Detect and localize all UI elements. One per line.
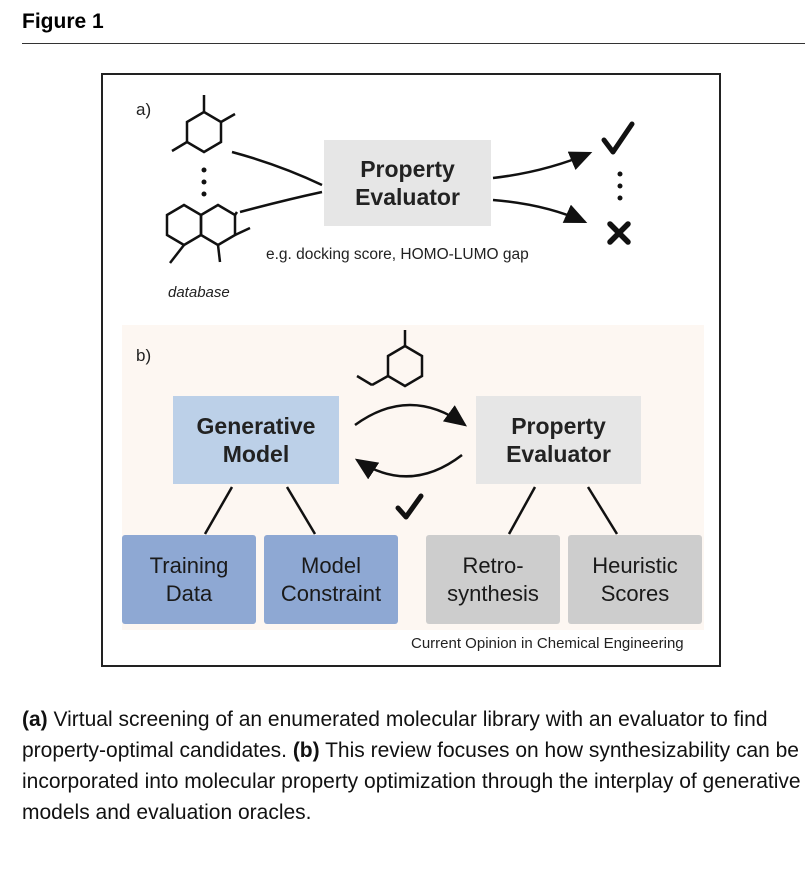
figure-caption: (a) Virtual screening of an enumerated m…: [22, 704, 807, 828]
database-label: database: [168, 284, 230, 301]
evaluator-label-line2: Evaluator: [355, 184, 460, 210]
cross-icon: [607, 221, 631, 245]
example-metrics-text: e.g. docking score, HOMO-LUMO gap: [266, 246, 529, 263]
cycle-arrow-bottom: [354, 454, 463, 480]
figure-heading: Figure 1: [22, 10, 104, 33]
property-evaluator-box-a: Property Evaluator: [324, 140, 491, 226]
panel-a-label: a): [136, 100, 152, 119]
heading-rule: [22, 43, 805, 44]
ellipsis-dots: [617, 171, 623, 201]
tree-connectors: [203, 486, 619, 535]
constraint-line2: Constraint: [280, 580, 382, 606]
evaluator-b-line2: Evaluator: [506, 441, 611, 467]
retrosynthesis-box: Retro- synthesis: [426, 535, 560, 624]
check-icon: [601, 121, 635, 155]
input-curve-top: [231, 150, 323, 187]
output-arrow-up: [492, 151, 593, 180]
output-arrow-down: [492, 198, 588, 224]
caption-a-label: (a): [22, 708, 48, 731]
caption-b-text: This review focuses on how synthesizabil…: [22, 739, 801, 824]
caption-a-text: Virtual screening of an enumerated molec…: [22, 708, 768, 762]
constraint-line1: Model: [301, 552, 361, 578]
check-icon: [395, 493, 424, 520]
ellipsis-dots: [201, 167, 207, 197]
model-constraint-box: Model Constraint: [264, 535, 398, 624]
generative-model-box: Generative Model: [173, 396, 339, 484]
generative-line2: Model: [222, 441, 290, 467]
molecule-icon: [171, 95, 236, 154]
heuristic-line2: Scores: [600, 580, 670, 606]
molecule-icon: [165, 203, 251, 264]
evaluator-b-line1: Property: [511, 413, 606, 439]
molecule-icon: [356, 330, 424, 388]
property-evaluator-box-b: Property Evaluator: [476, 396, 641, 484]
caption-b-label: (b): [292, 739, 320, 762]
heuristic-line1: Heuristic: [592, 552, 678, 578]
cycle-arrow-top: [354, 403, 468, 427]
generative-line1: Generative: [196, 413, 316, 439]
figure-credit: Current Opinion in Chemical Engineering: [411, 635, 684, 652]
heuristic-scores-box: Heuristic Scores: [568, 535, 702, 624]
retro-line1: Retro-: [462, 552, 524, 578]
retro-line2: synthesis: [447, 580, 539, 606]
training-data-box: Training Data: [122, 535, 256, 624]
input-curve-bottom: [239, 190, 323, 214]
training-line2: Data: [165, 580, 213, 606]
training-line1: Training: [149, 552, 229, 578]
evaluator-label-line1: Property: [360, 156, 455, 182]
panel-b-label: b): [136, 346, 152, 365]
